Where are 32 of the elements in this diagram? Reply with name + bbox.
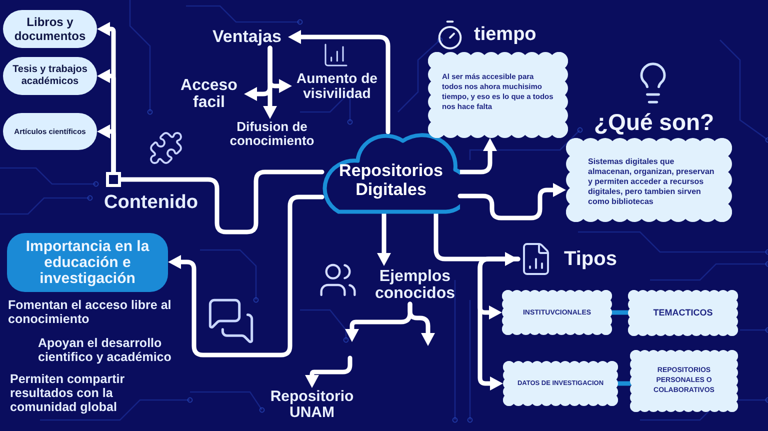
- branch-label: Difusion de conocimiento: [220, 119, 324, 149]
- hub-title: Repositorios Digitales: [338, 161, 444, 199]
- branch-label: Repositorio UNAM: [260, 388, 364, 422]
- branch-label: Acceso facil: [174, 76, 244, 112]
- note-text: Apoyan el desarrollo cientifico y académico: [38, 336, 172, 364]
- arrow: [458, 138, 496, 174]
- topic-pill: Tesis y trabajos académicos: [3, 57, 97, 95]
- section-heading: ¿Qué son?: [594, 108, 714, 136]
- branch-label: Aumento de visivilidad: [292, 70, 382, 102]
- branch-label: Ventajas: [206, 26, 288, 48]
- connector-line: [610, 310, 630, 315]
- section-heading: tiempo: [474, 24, 536, 46]
- arrow: [458, 184, 566, 220]
- arrow: [168, 194, 324, 358]
- note-text: Permiten compartir resultados con la comunidad global: [10, 372, 126, 414]
- topic-banner: Importancia en la educación e investigación: [7, 233, 168, 292]
- arrow: [288, 30, 390, 134]
- section-heading: Tipos: [564, 247, 617, 271]
- note-text: Fomentan el acceso libre al conocimiento: [8, 298, 172, 326]
- arrow: [97, 125, 116, 174]
- arrow: [378, 212, 390, 266]
- arrow: [306, 356, 352, 388]
- junction-square: [106, 172, 121, 187]
- arrow: [478, 256, 520, 390]
- description-text: Sistemas digitales que almacenan, organizan, preservan y permiten acceder a recursos digitales, pero tambien sirven como bibliotecas: [588, 157, 716, 207]
- branch-label: Ejemplos conocidos: [368, 266, 462, 304]
- connector-line: [616, 381, 632, 386]
- topic-pill: Libros y documentos: [3, 10, 97, 48]
- arrow: [264, 46, 276, 119]
- arrow: [408, 302, 434, 346]
- section-heading: Contenido: [104, 192, 198, 214]
- type-label: TEMACTICOS: [652, 308, 714, 318]
